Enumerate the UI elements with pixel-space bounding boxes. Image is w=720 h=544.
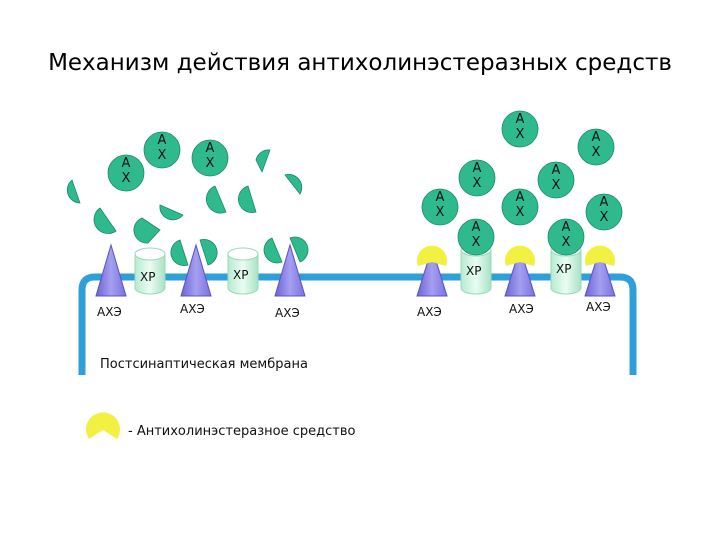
receptor-label: ХР bbox=[140, 270, 156, 284]
ach-letter-a: А bbox=[591, 130, 601, 145]
ache-left-3 bbox=[274, 243, 306, 297]
ach-letter-x: Х bbox=[472, 176, 482, 191]
ach-letter-a: А bbox=[515, 190, 525, 205]
receptor-label: ХР bbox=[233, 268, 249, 282]
ach-molecule-right-5 bbox=[421, 188, 459, 226]
ach-letter-x: Х bbox=[599, 210, 609, 225]
ache-left-2 bbox=[180, 243, 212, 297]
ach-letter-x: Х bbox=[561, 235, 571, 250]
postsynaptic-membrane bbox=[78, 273, 637, 375]
ach-letter-x: Х bbox=[591, 145, 601, 160]
ach-letter-a: А bbox=[471, 220, 481, 235]
ach-molecule-right-3 bbox=[458, 159, 496, 197]
ach-letter-x: Х bbox=[157, 148, 167, 163]
ach-molecule-left-3 bbox=[191, 139, 229, 177]
ach-letter-x: Х bbox=[471, 235, 481, 250]
ach-letter-a: А bbox=[551, 163, 561, 178]
receptor-label: ХР bbox=[556, 262, 572, 276]
membrane-label: Постсинаптическая мембрана bbox=[100, 357, 308, 372]
inhibitor-on-ache-3 bbox=[585, 245, 616, 266]
page-title: Механизм действия антихолинэстеразных ср… bbox=[48, 50, 672, 76]
inhibitor-legend-icon bbox=[86, 412, 120, 439]
ach-molecule-right-1 bbox=[501, 110, 539, 148]
ach-molecule-left-1 bbox=[107, 154, 145, 192]
ach-molecule-right-6 bbox=[501, 188, 539, 226]
ache-label: АХЭ bbox=[586, 300, 611, 314]
ach-letter-x: Х bbox=[121, 171, 131, 186]
ach-letter-a: А bbox=[157, 133, 167, 148]
inhibitor-on-ache-2 bbox=[505, 245, 535, 266]
legend-text: - Антихолинэстеразное средство bbox=[128, 424, 356, 439]
ach-fragments bbox=[66, 149, 309, 266]
ache-label: АХЭ bbox=[180, 302, 205, 316]
ach-molecule-right-8 bbox=[457, 218, 495, 256]
ach-molecule-right-2 bbox=[577, 128, 615, 166]
ach-letter-x: Х bbox=[551, 178, 561, 193]
ache-label: АХЭ bbox=[97, 305, 122, 319]
ache-right-3 bbox=[584, 246, 616, 297]
ach-letter-x: Х bbox=[515, 127, 525, 142]
ach-letter-a: А bbox=[515, 112, 525, 127]
receptor-label: ХР bbox=[466, 264, 482, 278]
ach-molecule-left-2 bbox=[143, 131, 181, 169]
ache-left-1 bbox=[95, 243, 127, 297]
ach-letter-x: Х bbox=[205, 156, 215, 171]
ach-letter-a: А bbox=[599, 195, 609, 210]
ache-label: АХЭ bbox=[417, 305, 442, 319]
inhibitor-on-ache-1 bbox=[417, 245, 448, 266]
ache-right-1 bbox=[416, 246, 448, 297]
ach-letter-a: А bbox=[121, 156, 131, 171]
ach-letter-x: Х bbox=[515, 205, 525, 220]
ach-letter-a: А bbox=[435, 190, 445, 205]
ach-letter-x: Х bbox=[435, 205, 445, 220]
ache-label: АХЭ bbox=[275, 306, 300, 320]
ache-label: АХЭ bbox=[509, 302, 534, 316]
receptor-left-1 bbox=[134, 247, 166, 295]
receptor-left-2 bbox=[227, 247, 259, 295]
ach-molecule-right-9 bbox=[547, 218, 585, 256]
ach-letter-a: А bbox=[561, 220, 571, 235]
ache-right-2 bbox=[504, 246, 536, 297]
ach-letter-a: А bbox=[472, 161, 482, 176]
ach-molecule-right-7 bbox=[585, 193, 623, 231]
ach-molecule-right-4 bbox=[537, 161, 575, 199]
ach-letter-a: А bbox=[205, 141, 215, 156]
